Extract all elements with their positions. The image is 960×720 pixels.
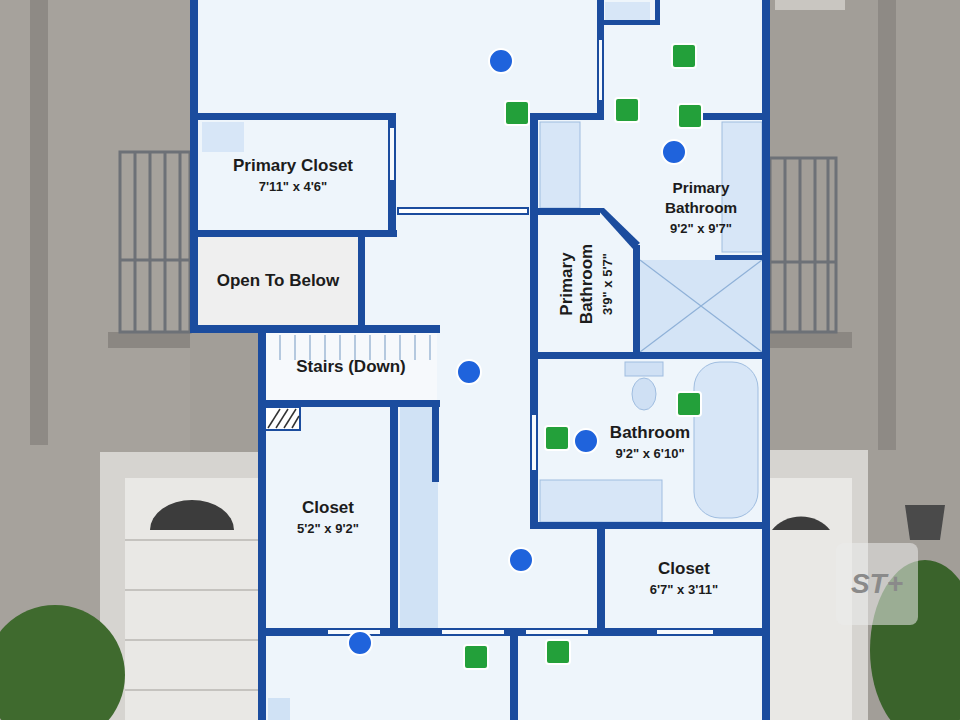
sink-counter [540, 480, 662, 522]
hatch-lines [268, 409, 299, 428]
shrub [0, 605, 125, 720]
shower-cross [640, 260, 762, 352]
vanity [540, 122, 580, 208]
room-name: Primary Bathroom [640, 178, 762, 218]
toilet-tank [625, 362, 663, 376]
stairs [265, 333, 437, 400]
room-name: Primary Closet [233, 156, 353, 176]
watermark: ST+ [851, 568, 903, 600]
room: Stairs (Down) [266, 335, 436, 399]
room-dimensions: 9'2" x 9'7" [670, 220, 732, 237]
room-name: Open To Below [217, 271, 339, 291]
room-name: Primary Bathroom [557, 234, 597, 334]
drain-pipe [30, 0, 48, 445]
room-dimensions: 9'2" x 6'10" [615, 445, 684, 462]
room-dimensions: 3'9" x 5'7" [599, 253, 616, 315]
stair-treads [280, 335, 430, 360]
room: Primary Bathroom 9'2" x 9'7" [640, 160, 762, 255]
room-name: Bathroom [610, 423, 690, 443]
door-openings [328, 40, 713, 634]
fixture [605, 2, 650, 20]
room: Primary Bathroom3'9" x 5'7" [540, 217, 632, 351]
ledge [770, 332, 852, 348]
window [775, 0, 845, 10]
shower [640, 260, 762, 352]
room-name: Closet [302, 498, 354, 518]
ledge [108, 332, 190, 348]
room-name: Closet [658, 559, 710, 579]
drain-pipe [878, 0, 896, 450]
fixture [268, 698, 290, 720]
garage-window [772, 517, 830, 530]
open-area [198, 237, 358, 325]
room: Bathroom 9'2" x 6'10" [598, 416, 702, 468]
watermark-badge: ST+ [836, 543, 918, 625]
rotated-label-group: Primary Bathroom3'9" x 5'7" [540, 217, 632, 351]
room-dimensions: 6'7" x 3'11" [650, 581, 718, 598]
toilet-bowl [632, 378, 656, 410]
room-name: Stairs (Down) [296, 357, 406, 377]
room: Closet 5'2" x 9'2" [266, 432, 390, 602]
bathtub [694, 362, 758, 518]
plan-floor [190, 0, 770, 720]
blue-markers [348, 49, 686, 655]
room: Primary Closet 7'11" x 4'6" [198, 120, 388, 230]
plan-walls [190, 0, 770, 720]
room-dimensions: 5'2" x 9'2" [297, 520, 359, 537]
room-dimensions: 7'11" x 4'6" [259, 178, 327, 195]
shelf [202, 122, 244, 152]
garage-door [125, 478, 258, 720]
room: Closet 6'7" x 3'11" [606, 532, 762, 624]
door-threshold [398, 208, 528, 214]
hatched-box [265, 407, 300, 430]
room: Open To Below [198, 237, 358, 325]
garage-window [150, 500, 234, 530]
wall-lamp [905, 505, 945, 540]
